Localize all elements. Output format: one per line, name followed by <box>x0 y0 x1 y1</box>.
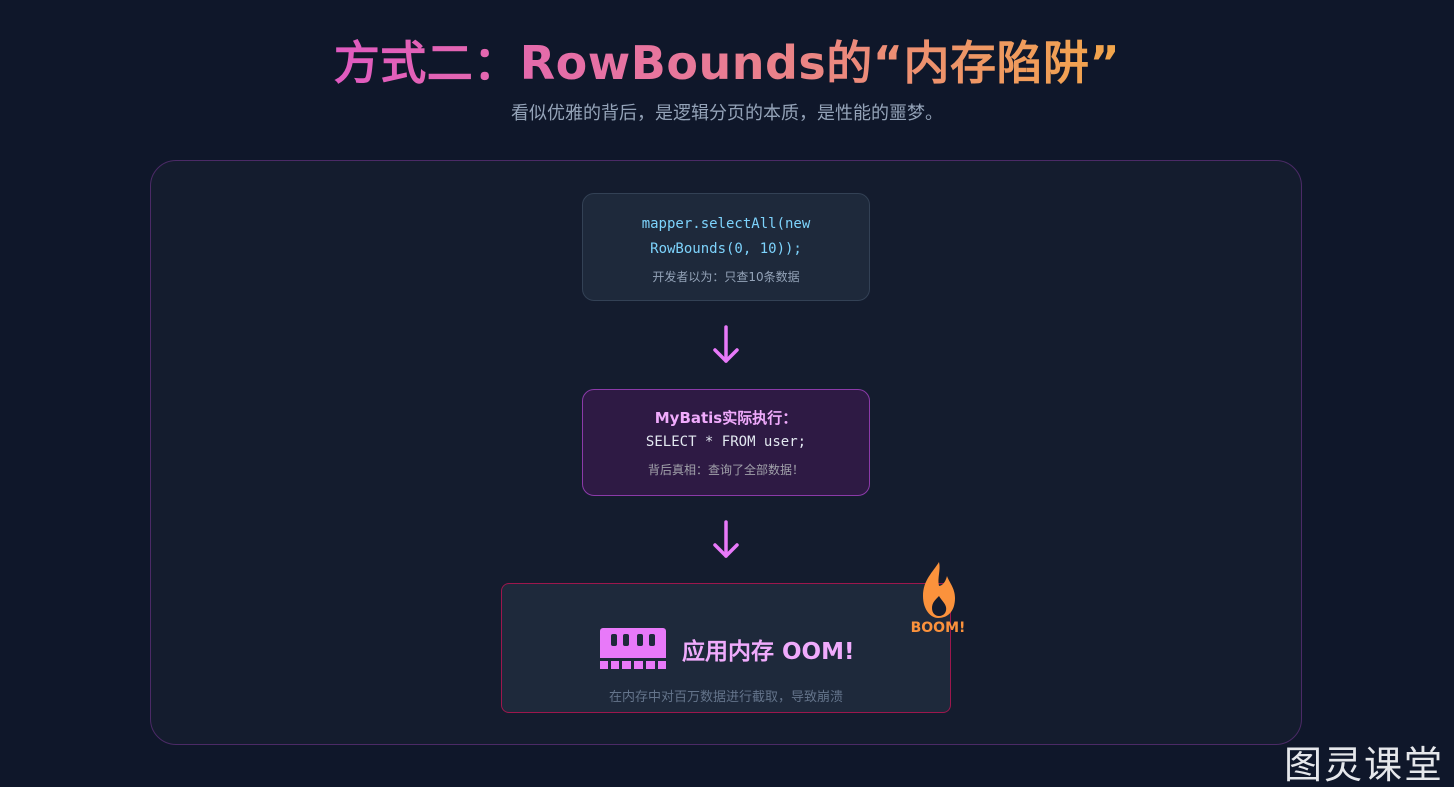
actual-execution-box: MyBatis实际执行： SELECT * FROM user; 背后真相：查询… <box>582 389 870 496</box>
arrow-down-icon <box>713 520 739 558</box>
oom-note: 在内存中对百万数据进行截取，导致崩溃 <box>608 690 843 705</box>
boom-badge: BOOM! <box>906 560 970 636</box>
watermark-text: 图灵课堂 <box>1283 743 1444 787</box>
oom-row: 应用内存 OOM! <box>598 626 855 672</box>
oom-result-box: 应用内存 OOM! 在内存中对百万数据进行截取，导致崩溃 <box>501 583 951 713</box>
memory-icon <box>600 628 666 669</box>
execution-heading: MyBatis实际执行： <box>654 409 798 427</box>
page-title: 方式二：RowBounds的“内存陷阱” <box>333 36 1121 90</box>
boom-text: BOOM! <box>910 620 966 636</box>
fire-icon <box>923 562 955 618</box>
code-call-box: mapper.selectAll(new RowBounds(0, 10)); … <box>582 193 870 301</box>
page-subtitle: 看似优雅的背后，是逻辑分页的本质，是性能的噩梦。 <box>511 103 943 124</box>
developer-assumption-note: 开发者以为：只查10条数据 <box>652 270 800 284</box>
truth-note: 背后真相：查询了全部数据！ <box>647 463 804 477</box>
oom-title: 应用内存 OOM! <box>682 639 855 665</box>
arrow-down-icon <box>713 325 739 363</box>
code-snippet: mapper.selectAll(new RowBounds(0, 10)); <box>641 216 811 257</box>
sql-statement: SELECT * FROM user; <box>645 434 807 450</box>
